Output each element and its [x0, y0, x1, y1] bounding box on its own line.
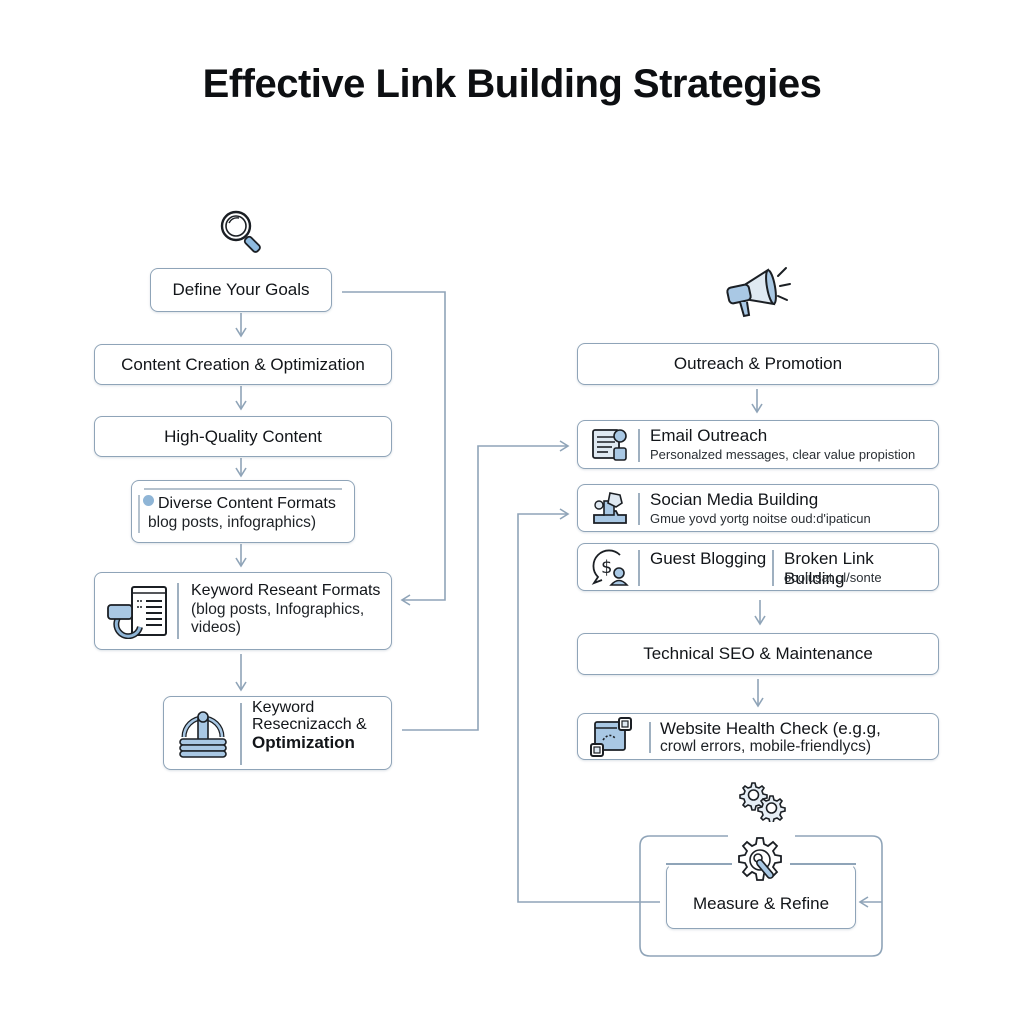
- connector-research-to-email: [402, 440, 570, 731]
- document-list-icon: [101, 573, 173, 649]
- keyword-formats-detail-1: (blog posts, Infographics,: [191, 601, 365, 618]
- keyword-research-line2: Resecnizacch &: [252, 716, 367, 733]
- keyword-formats-label: Keyword Reseant Formats: [191, 582, 381, 599]
- broken-link-label: Broken Link Building: [784, 549, 874, 588]
- technical-seo-box[interactable]: Technical SEO & Maintenance: [577, 633, 939, 675]
- technical-seo-label: Technical SEO & Maintenance: [643, 644, 873, 663]
- content-creation-box[interactable]: Content Creation & Optimization: [94, 344, 392, 385]
- content-creation-label: Content Creation & Optimization: [121, 354, 365, 374]
- define-goals-box[interactable]: Define Your Goals: [150, 268, 332, 312]
- diverse-formats-label: Diverse Content Formats: [158, 495, 336, 512]
- outreach-promotion-box[interactable]: Outreach & Promotion: [577, 343, 939, 385]
- measure-top-border-left: [666, 863, 732, 865]
- social-media-label: Socian Media Building: [650, 490, 819, 509]
- social-share-icon: [584, 485, 636, 531]
- guest-blogging-label: Guest Blogging: [650, 549, 767, 568]
- divider: [638, 493, 640, 525]
- high-quality-content-box[interactable]: High-Quality Content: [94, 416, 392, 457]
- dollar-user-icon: $: [584, 544, 636, 590]
- social-media-detail: Gmue yovd yortg noitse oud:d'ipaticun: [650, 511, 871, 526]
- divider: [177, 583, 179, 639]
- bullet-dot-icon: [143, 495, 154, 506]
- divider: [772, 550, 774, 586]
- email-outreach-label: Email Outreach: [650, 426, 768, 445]
- measure-top-border-right: [790, 863, 856, 865]
- email-outreach-detail: Personalzed messages, clear value propis…: [650, 447, 916, 462]
- keyword-research-line3: Optimization: [252, 733, 355, 752]
- left-rule: [138, 495, 140, 533]
- monument-stack-icon: [168, 697, 238, 769]
- divider: [240, 703, 242, 765]
- diagram-title: Effective Link Building Strategies: [202, 62, 822, 106]
- website-link-icon: [586, 714, 638, 759]
- diverse-formats-box[interactable]: Diverse Content Formats blog posts, info…: [131, 480, 355, 543]
- email-outreach-box[interactable]: Email Outreach Personalzed messages, cle…: [577, 420, 939, 469]
- divider: [638, 429, 640, 462]
- outreach-promotion-label: Outreach & Promotion: [673, 354, 843, 373]
- svg-text:$: $: [601, 557, 612, 578]
- broken-link-detail: ocolusat ol/sonte: [784, 570, 882, 585]
- health-check-line1: Website Health Check (e.g.g,: [660, 719, 881, 738]
- magnifying-glass-icon: [216, 206, 268, 263]
- gears-icon: [736, 780, 786, 827]
- divider: [638, 550, 640, 586]
- guest-broken-box[interactable]: $ Guest Blogging Broken Link Building oc…: [577, 543, 939, 591]
- define-goals-label: Define Your Goals: [172, 280, 310, 299]
- measure-refine-label: Measure & Refine: [692, 894, 830, 913]
- keyword-research-line1: Keyword: [252, 699, 315, 716]
- diverse-formats-detail: blog posts, infographics): [148, 514, 317, 531]
- health-check-box[interactable]: Website Health Check (e.g.g, crowl error…: [577, 713, 939, 760]
- email-document-icon: [584, 421, 636, 468]
- health-check-line2: crowl errors, mobile-friendlycs): [660, 738, 872, 755]
- high-quality-content-label: High-Quality Content: [164, 426, 322, 446]
- keyword-formats-detail-2: videos): [191, 619, 241, 636]
- top-rule: [144, 488, 342, 490]
- megaphone-icon: [720, 264, 792, 329]
- keyword-research-box[interactable]: Keyword Resecnizacch & Optimization: [163, 696, 392, 770]
- divider: [649, 722, 651, 753]
- gear-wrench-icon: [736, 836, 784, 889]
- social-media-box[interactable]: Socian Media Building Gmue yovd yortg no…: [577, 484, 939, 532]
- keyword-formats-box[interactable]: Keyword Reseant Formats (blog posts, Inf…: [94, 572, 392, 650]
